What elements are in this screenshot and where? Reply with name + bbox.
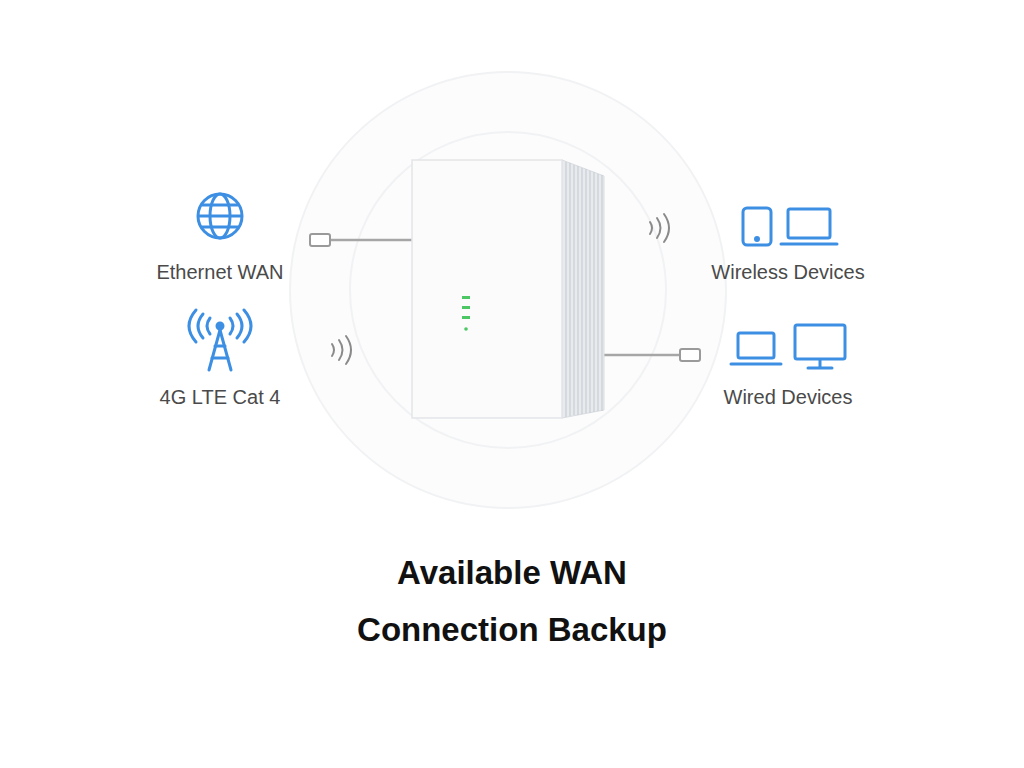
ethernet-cable [310, 234, 412, 246]
router [412, 160, 604, 418]
device-label: Wireless Devices [711, 260, 864, 284]
diagram-title: Available WAN Connection Backup [322, 545, 702, 659]
globe-icon [198, 194, 242, 238]
device-label: Wired Devices [724, 385, 853, 409]
wan-label: Ethernet WAN [156, 260, 283, 284]
lte-label: 4G LTE Cat 4 [160, 385, 281, 409]
wireless-device-icons [743, 208, 837, 245]
signal-waves [332, 214, 669, 364]
lan-cable [604, 349, 700, 361]
cell-tower-icon [189, 310, 251, 370]
wired-device-icons [731, 325, 845, 368]
glow-rings [290, 72, 726, 508]
